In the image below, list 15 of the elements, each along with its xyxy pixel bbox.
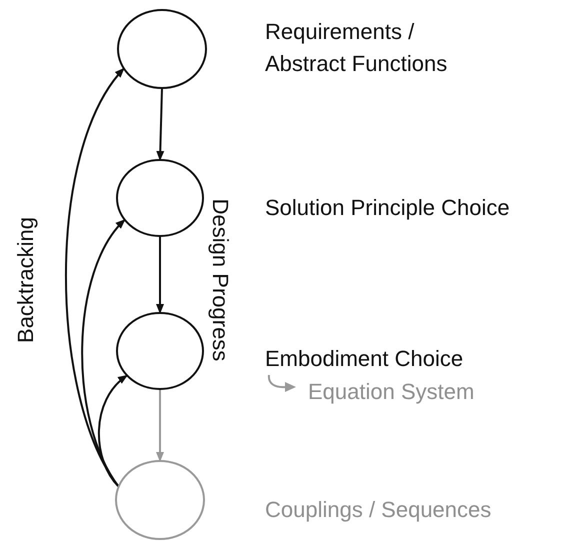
ellipse-node: [116, 312, 204, 390]
arrow: [156, 236, 164, 314]
arrow: [98, 374, 128, 488]
arrow: [156, 88, 164, 161]
ellipse-node: [115, 460, 205, 540]
ellipse-node: [116, 159, 204, 237]
stage-label: Embodiment Choice: [265, 345, 464, 373]
stage-label: Requirements / Abstract Functions: [265, 18, 448, 78]
vertical-label: Design Progress: [207, 198, 234, 364]
stage-label: Couplings / Sequences: [265, 496, 492, 524]
stage-label: Solution Principle Choice: [265, 194, 511, 222]
ellipse-node: [117, 9, 207, 89]
vertical-label: Backtracking: [12, 216, 39, 345]
arrow: [156, 389, 164, 462]
sub-label: Equation System: [308, 378, 474, 406]
